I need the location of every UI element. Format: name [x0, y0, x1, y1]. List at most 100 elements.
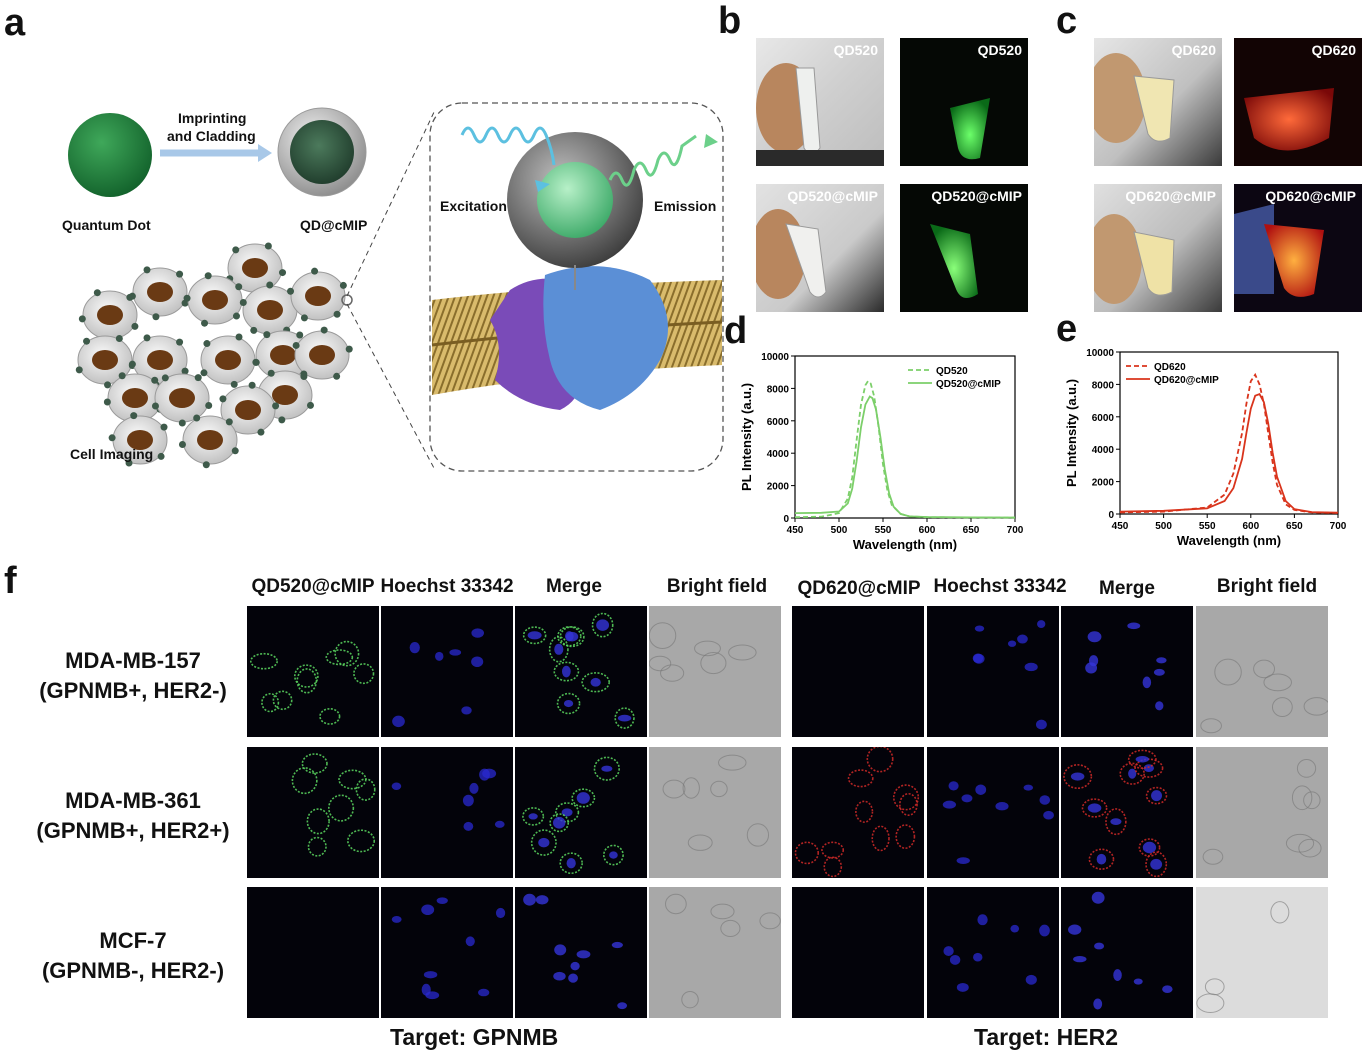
x-tick-label: 450 [787, 525, 804, 536]
y-tick-label: 10000 [1086, 348, 1114, 359]
photo-label: QD620 [1311, 42, 1356, 58]
cell [219, 381, 280, 436]
col-header: Hoechst 33342 [380, 576, 514, 597]
row-label-line1: MDA-MB-361 [65, 788, 201, 813]
x-tick-label: 650 [963, 525, 980, 536]
y-tick-label: 2000 [1092, 478, 1115, 489]
cell-imaging-label: Cell Imaging [70, 446, 154, 462]
x-axis-label: Wavelength (nm) [853, 537, 957, 552]
col-header: Merge [546, 576, 602, 597]
gpnmb-hoechst-image [381, 606, 513, 737]
y-tick-label: 6000 [1092, 413, 1115, 424]
row-label-line1: MDA-MB-157 [65, 648, 201, 673]
cell-cluster [75, 242, 353, 469]
photo-label: QD520 [977, 42, 1022, 58]
photo-label: QD620@cMIP [1125, 188, 1216, 204]
y-tick-label: 8000 [1092, 380, 1115, 391]
photo-qd520cmip-uv: QD520@cMIP [900, 184, 1028, 312]
plot-frame [1119, 351, 1339, 515]
y-tick-label: 4000 [767, 449, 790, 460]
plot-frame [794, 355, 1016, 519]
col-header: QD520@cMIP [251, 576, 375, 597]
her2-bright-field-image [1196, 747, 1328, 878]
target-her2-label: Target: HER2 [974, 1024, 1118, 1050]
step-label-imprinting: Imprinting [178, 110, 247, 126]
her2-merge-image [1061, 606, 1193, 737]
cell [287, 267, 347, 322]
cell [75, 335, 136, 389]
row-label-line2: (GPNMB+, HER2-) [39, 677, 227, 703]
cell [78, 289, 139, 344]
cell [103, 372, 164, 427]
x-tick-label: 600 [1242, 521, 1259, 532]
her2-fluorescence-image [792, 606, 924, 737]
gpnmb-merge-image [515, 606, 647, 737]
y-tick-label: 6000 [767, 417, 790, 428]
cell [178, 414, 239, 469]
gpnmb-fluorescence-image [247, 747, 379, 878]
her2-hoechst-image [927, 887, 1059, 1018]
cell [108, 412, 168, 467]
y-axis-label: PL Intensity (a.u.) [740, 383, 754, 491]
schematic-illustration [68, 102, 724, 472]
y-axis-label: PL Intensity (a.u.) [1066, 379, 1079, 487]
legend-label: QD620 [1154, 362, 1186, 373]
y-tick-label: 0 [1108, 510, 1114, 521]
photo-qd520cmip-daylight: QD520@cMIP [756, 184, 884, 312]
gpnmb-merge-image [515, 747, 647, 878]
cell [200, 333, 260, 388]
gpnmb-hoechst-image [381, 887, 513, 1018]
panel-label-f: f [4, 560, 17, 602]
y-tick-label: 10000 [761, 352, 789, 363]
photo-qd620-uv: QD620 [1234, 38, 1362, 166]
row-label-line2: (GPNMB-, HER2-) [41, 957, 225, 983]
gpnmb-fluorescence-image [247, 887, 379, 1018]
y-tick-label: 8000 [767, 384, 790, 395]
target-gpnmb-label: Target: GPNMB [390, 1024, 559, 1050]
photo-qd520-uv: QD520 [900, 38, 1028, 166]
x-tick-label: 550 [1199, 521, 1216, 532]
photo-qd520-daylight: QD520 [756, 38, 884, 166]
y-tick-label: 0 [783, 514, 789, 525]
x-tick-label: 450 [1112, 521, 1129, 532]
x-tick-label: 550 [875, 525, 892, 536]
row-label-mcf-7: MCF-7 (GPNMB-, HER2-) [20, 926, 246, 985]
photo-qd620-daylight: QD620 [1094, 38, 1222, 166]
col-header: Bright field [1216, 576, 1318, 597]
gpnmb-bright-field-image [649, 887, 781, 1018]
legend-label: QD520 [936, 366, 968, 377]
step-label-cladding: and Cladding [167, 128, 256, 144]
x-tick-label: 500 [1155, 521, 1172, 532]
qd-cmip-label: QD@cMIP [300, 217, 368, 233]
panel-label-d: d [724, 310, 748, 352]
series-line [794, 395, 1016, 519]
quantum-dot-sphere [68, 113, 152, 197]
photo-label: QD520@cMIP [787, 188, 878, 204]
cell [128, 266, 189, 321]
gpnmb-bright-field-image [649, 606, 781, 737]
row-label-line2: (GPNMB+, HER2+) [36, 817, 230, 843]
her2-fluorescence-image [792, 887, 924, 1018]
row-label-mda-mb-361: MDA-MB-361 (GPNMB+, HER2+) [20, 786, 246, 845]
legend-label: QD520@cMIP [936, 379, 1001, 390]
x-tick-label: 600 [919, 525, 936, 536]
series-line [1119, 392, 1339, 514]
her2-merge-image [1061, 887, 1193, 1018]
x-tick-label: 700 [1330, 521, 1347, 532]
excitation-label: Excitation [440, 198, 507, 214]
row-label-mda-mb-157: MDA-MB-157 (GPNMB+, HER2-) [20, 646, 246, 705]
x-tick-label: 700 [1007, 525, 1024, 536]
row-label-line1: MCF-7 [99, 928, 167, 953]
gpnmb-merge-image [515, 887, 647, 1018]
col-header: Merge [1099, 578, 1155, 599]
photo-label: QD520@cMIP [931, 188, 1022, 204]
photo-label: QD620 [1171, 42, 1216, 58]
gpnmb-hoechst-image [381, 747, 513, 878]
legend-label: QD620@cMIP [1154, 375, 1219, 386]
photo-label: QD520 [833, 42, 878, 58]
emission-label: Emission [654, 198, 717, 214]
her2-merge-image [1061, 747, 1193, 878]
col-header: QD620@cMIP [797, 578, 921, 599]
